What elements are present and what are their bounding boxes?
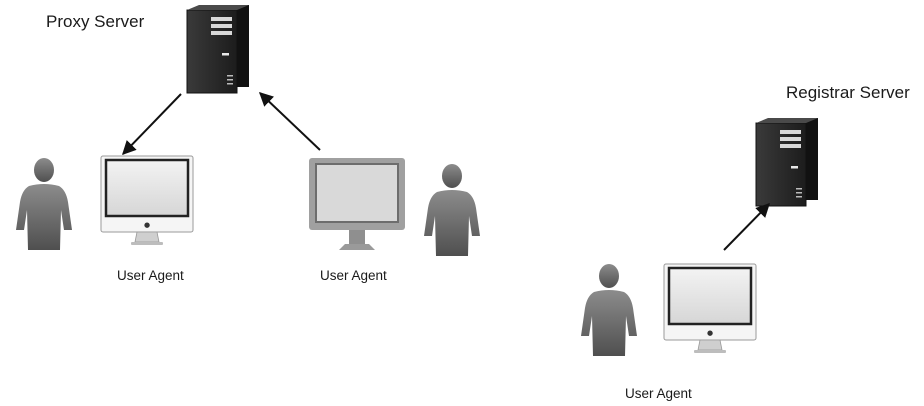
arrow-right-agent-to-registrar	[723, 202, 770, 251]
imac-right-icon	[662, 262, 758, 355]
person-middle-icon	[424, 164, 480, 256]
user-agent-middle-label: User Agent	[320, 268, 387, 283]
imac-middle-icon	[308, 157, 406, 251]
imac-left-icon	[99, 154, 195, 247]
proxy-server-icon	[186, 4, 250, 94]
proxy-server-label: Proxy Server	[46, 12, 145, 31]
user-agent-left-label: User Agent	[117, 268, 184, 283]
registrar-server-label: Registrar Server	[786, 83, 910, 102]
user-agent-right-label: User Agent	[625, 386, 692, 401]
arrow-middle-agent-to-proxy	[258, 92, 321, 151]
arrow-proxy-to-left-agent	[122, 93, 182, 156]
person-left-icon	[16, 158, 72, 250]
registrar-server-icon	[755, 117, 819, 207]
person-right-icon	[581, 264, 637, 356]
